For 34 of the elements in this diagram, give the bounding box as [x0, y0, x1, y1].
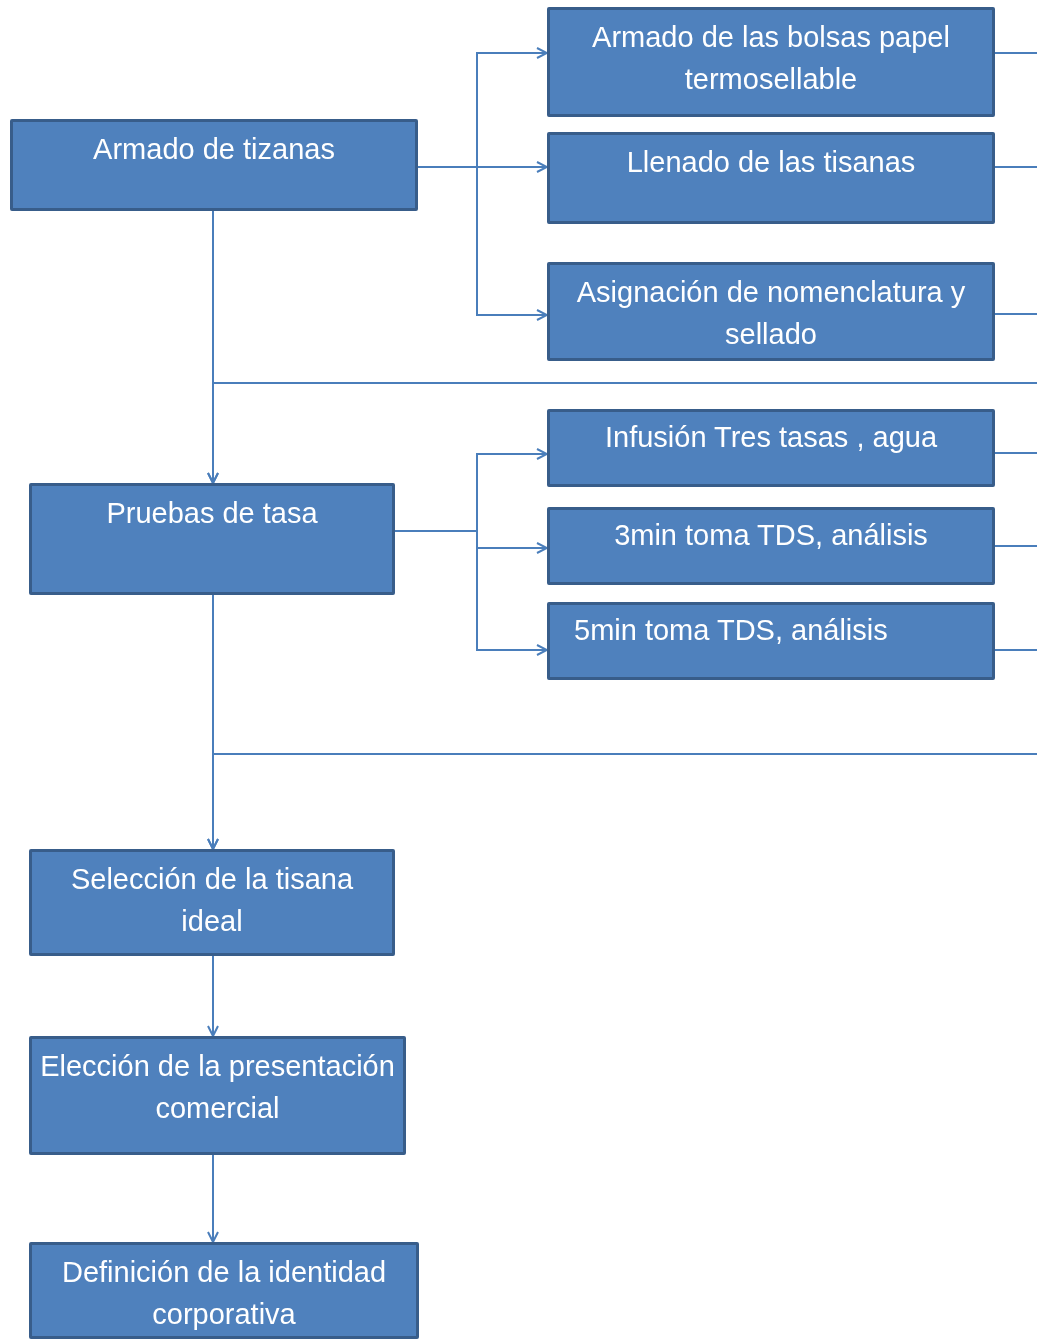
- process-box: [29, 849, 395, 956]
- box-label: Asignación de nomenclatura y sellado: [575, 275, 967, 352]
- box-label: 3min toma TDS, análisis: [613, 518, 929, 553]
- connector-line: [994, 313, 1037, 315]
- box-label: Llenado de las tisanas: [625, 145, 917, 180]
- box-label: Pruebas de tasa: [105, 496, 319, 531]
- box-label: Armado de tizanas: [92, 132, 336, 167]
- arrow: [394, 530, 548, 656]
- box-label: Definición de la identidad corporativa: [60, 1255, 388, 1332]
- connector-line: [994, 166, 1037, 168]
- arrow: [417, 166, 548, 321]
- box-label: Armado de las bolsas papel termosellable: [591, 20, 951, 97]
- connector-line: [994, 52, 1037, 54]
- process-box: [29, 1036, 406, 1155]
- connector-line: [994, 545, 1037, 547]
- arrow: [207, 382, 1037, 484]
- box-label: Selección de la tisana ideal: [69, 862, 355, 939]
- connector-line: [994, 649, 1037, 651]
- connector-line: [994, 452, 1037, 454]
- process-box: [547, 7, 995, 117]
- process-box: [547, 507, 995, 585]
- process-box: [29, 483, 395, 595]
- box-label: Infusión Tres tasas , agua: [603, 420, 939, 455]
- process-box: [547, 262, 995, 361]
- process-box: [547, 602, 995, 680]
- process-box: [547, 132, 995, 224]
- process-box: [29, 1242, 419, 1339]
- box-label: Elección de la presentación comercial: [39, 1049, 396, 1126]
- process-box: [547, 409, 995, 487]
- process-box: [10, 119, 418, 211]
- arrow: [207, 753, 1037, 850]
- arrow: [207, 1154, 219, 1243]
- arrow: [207, 955, 219, 1037]
- box-label: 5min toma TDS, análisis: [573, 613, 889, 648]
